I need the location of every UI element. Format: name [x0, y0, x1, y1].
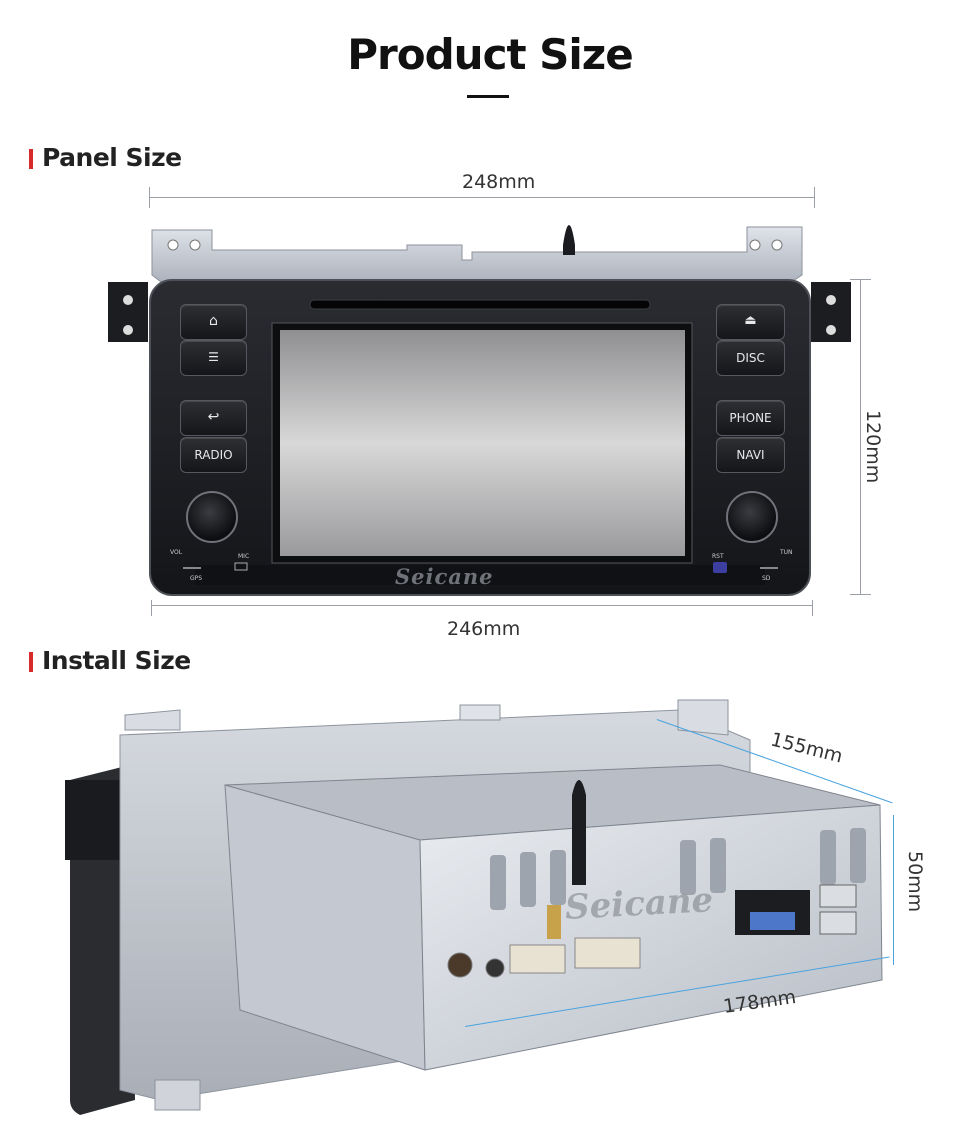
page-title: Product Size [347, 30, 634, 79]
menu-button: ☰ [180, 340, 247, 376]
panel-height-tick-bottom [850, 594, 871, 595]
tun-label: TUN [780, 549, 793, 556]
home-button: ⌂ [180, 304, 247, 340]
panel-height-line [860, 279, 861, 595]
panel-size-heading: Panel Size [42, 143, 182, 172]
volume-knob [186, 491, 238, 543]
install-size-heading: Install Size [42, 646, 191, 675]
gps-label: GPS [190, 575, 203, 582]
brand-logo-front: Seicane [395, 564, 494, 589]
tune-knob [726, 491, 778, 543]
navi-button: NAVI [716, 437, 785, 473]
radio-rear-chassis-image [65, 699, 883, 1115]
panel-width-top-tick-left [149, 187, 150, 208]
install-height-line [893, 815, 894, 965]
panel-section-marker [29, 149, 33, 169]
panel-width-top-line [149, 197, 815, 198]
back-button: ↩ [180, 400, 247, 436]
panel-width-bottom-line [151, 605, 813, 606]
brand-logo-rear: Seicane [564, 880, 715, 928]
phone-button: PHONE [716, 400, 785, 436]
panel-height-tick-top [850, 279, 871, 280]
eject-icon: ⏏ [744, 313, 757, 328]
panel-width-top-tick-right [814, 187, 815, 208]
disc-button: DISC [716, 340, 785, 376]
radio-front-panel-image [108, 225, 851, 596]
home-icon: ⌂ [209, 313, 218, 329]
sd-label: SD [762, 575, 771, 582]
menu-icon: ☰ [208, 350, 219, 364]
title-underline [467, 95, 509, 98]
panel-height-label: 120mm [862, 410, 884, 484]
rst-label: RST [712, 553, 724, 560]
mic-label: MIC [238, 553, 250, 560]
install-height-label: 50mm [904, 851, 926, 913]
panel-width-bottom-label: 246mm [447, 618, 521, 640]
panel-width-bottom-tick-right [812, 600, 813, 616]
radio-button: RADIO [180, 437, 247, 473]
eject-button: ⏏ [716, 304, 785, 340]
panel-width-bottom-tick-left [151, 600, 152, 616]
vol-label: VOL [170, 549, 183, 556]
install-section-marker [29, 652, 33, 672]
back-icon: ↩ [207, 409, 220, 425]
panel-width-top-label: 248mm [458, 171, 540, 193]
